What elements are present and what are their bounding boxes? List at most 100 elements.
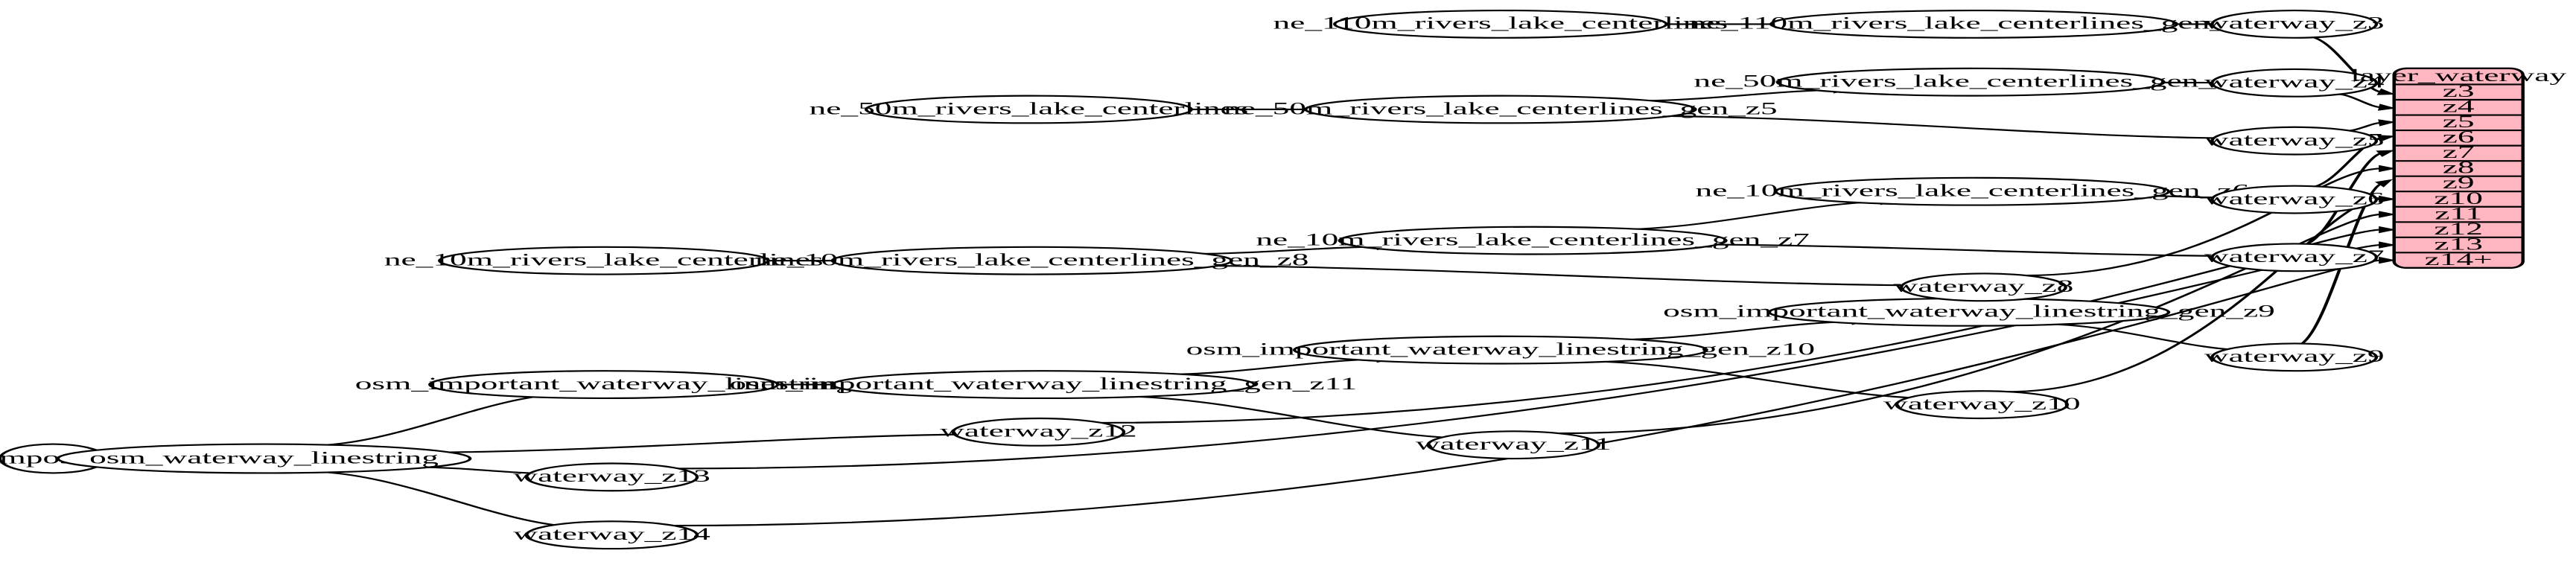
edge-line [325,471,576,528]
node-label: ne_10m_rivers_lake_centerlines_gen_z8 [755,250,1308,269]
edge-arrowhead [2379,241,2397,249]
node-waterway_z8[interactable]: waterway_z8 [1893,272,2073,302]
edge-line [1629,320,1854,341]
edge-line [2312,36,2382,93]
node-label: ne_10m_rivers_lake_centerlines_gen_z7 [1256,230,1809,249]
node-shape [2210,126,2379,156]
node-waterway_z10[interactable]: waterway_z10 [1883,390,2081,420]
node-ne_110m_rivers_lake_centerlines_gen_z3[interactable]: ne_110m_rivers_lake_centerlines_gen_z3 [1689,9,2259,39]
edge-line [672,259,2382,527]
node-label: waterway_z10 [1883,395,2081,413]
node-shape [428,370,780,400]
node-osm_waterway_linestring[interactable]: osm_waterway_linestring [56,443,472,474]
node-shape [1769,9,2179,39]
node-label: waterway_z4 [2204,72,2385,91]
node-label: osm_important_waterway_linestring_gen_z9 [1663,301,2275,320]
node-shape [1426,430,1600,460]
node-waterway_z4[interactable]: waterway_z4 [2204,68,2385,98]
edge-waterway_z3--to--layer_waterway.z3 [2312,36,2396,95]
node-ne_10m_rivers_lake_centerlines_gen_z8[interactable]: ne_10m_rivers_lake_centerlines_gen_z8 [755,246,1308,275]
node-waterway_z9[interactable]: waterway_z9 [2204,342,2385,372]
node-osm_important_waterway_linestring[interactable]: osm_important_waterway_linestring [355,370,853,400]
edge-line [2348,121,2382,132]
edge-waterway_z8--to--layer_waterway.z8 [2023,165,2397,277]
node-label: ne_110m_rivers_lake_centerlines [1273,13,1728,32]
node-waterway_z12[interactable]: waterway_z12 [940,417,1137,447]
node-shape [2210,342,2379,372]
node-ne_50m_rivers_lake_centerlines[interactable]: ne_50m_rivers_lake_centerlines [810,95,1249,124]
node-waterway_z14[interactable]: waterway_z14 [513,520,710,550]
node-shape [1895,390,2070,420]
node-label: osm_important_waterway_linestring_gen_z1… [1186,339,1815,358]
table-row-z13[interactable]: z13 [2434,234,2483,253]
node-waterway_z7[interactable]: waterway_z7 [2204,243,2385,272]
edge-line [2023,167,2382,277]
table-border [2392,67,2525,269]
edge-arrowhead [2378,103,2397,111]
node-shape [864,95,1193,124]
node-shape [2210,185,2379,214]
node-shape [56,443,472,474]
node-shape [2210,68,2379,98]
node-waterway_z11[interactable]: waterway_z11 [1416,430,1612,460]
node-shape [438,246,770,275]
node-shape [830,370,1256,400]
edge-waterway_z11--to--layer_waterway.z11 [1557,211,2397,435]
edge-line [1557,213,2382,435]
node-layer: imposm3osm_waterway_linestringosm_import… [0,9,2385,550]
node-shape [524,520,699,550]
node-label: ne_50m_rivers_lake_centerlines_gen_z4 [1694,71,2248,90]
node-waterway_z6[interactable]: waterway_z6 [2204,185,2385,214]
edge-line [1715,243,2227,257]
table-row-z5[interactable]: z5 [2443,112,2475,131]
table-row-z7[interactable]: z7 [2443,143,2475,162]
node-waterway_z3[interactable]: waterway_z3 [2204,9,2385,39]
node-shape [951,417,1126,447]
edge-waterway_z14--to--layer_waterway.z14+ [672,256,2397,527]
edge-ne_50m_rivers_lake_centerlines_gen_z5--to--waterway_z5 [1668,115,2244,142]
node-label: waterway_z9 [2204,347,2385,366]
table-row-z4[interactable]: z4 [2443,97,2475,115]
node-ne_10m_rivers_lake_centerlines_gen_z7[interactable]: ne_10m_rivers_lake_centerlines_gen_z7 [1256,226,1810,255]
table-row-z3[interactable]: z3 [2443,82,2475,100]
table-row-z9[interactable]: z9 [2443,173,2475,192]
node-ne_10m_rivers_lake_centerlines[interactable]: ne_10m_rivers_lake_centerlines [384,246,824,275]
edge-osm_waterway_linestring--to--waterway_z12 [447,430,985,453]
node-label: waterway_z5 [2204,130,2385,149]
node-label: waterway_z7 [2204,247,2385,266]
table-row-z12[interactable]: z12 [2434,220,2483,238]
edge-line [1137,395,1461,439]
edge-arrowhead [2378,119,2397,127]
table-row-z11[interactable]: z11 [2435,204,2482,223]
node-label: waterway_z13 [513,467,710,485]
node-waterway_z13[interactable]: waterway_z13 [513,462,710,492]
node-osm_important_waterway_linestring_gen_z11[interactable]: osm_important_waterway_linestring_gen_z1… [730,370,1358,400]
node-label: waterway_z6 [2204,189,2385,208]
node-ne_10m_rivers_lake_centerlines_gen_z6[interactable]: ne_10m_rivers_lake_centerlines_gen_z6 [1696,176,2249,206]
node-osm_important_waterway_linestring_gen_z10[interactable]: osm_important_waterway_linestring_gen_z1… [1186,335,1815,365]
node-label: osm_waterway_linestring [89,448,439,467]
edge-arrowhead [2379,211,2397,218]
node-ne_110m_rivers_lake_centerlines[interactable]: ne_110m_rivers_lake_centerlines [1273,9,1728,39]
table-row-z8[interactable]: z8 [2443,158,2475,176]
node-ne_50m_rivers_lake_centerlines_gen_z4[interactable]: ne_50m_rivers_lake_centerlines_gen_z4 [1694,67,2248,97]
node-waterway_z5[interactable]: waterway_z5 [2204,126,2385,156]
node-label: ne_50m_rivers_lake_centerlines [810,99,1249,118]
node-label: ne_10m_rivers_lake_centerlines_gen_z6 [1696,181,2249,200]
table-row-z6[interactable]: z6 [2443,127,2475,146]
node-label: waterway_z3 [2204,13,2385,32]
node-shape [2210,9,2379,39]
node-osm_important_waterway_linestring_gen_z9[interactable]: osm_important_waterway_linestring_gen_z9 [1663,297,2275,327]
edge-line [2338,93,2382,109]
table-row-z14plus[interactable]: z14+ [2425,250,2493,269]
node-ne_50m_rivers_lake_centerlines_gen_z5[interactable]: ne_50m_rivers_lake_centerlines_gen_z5 [1224,95,1778,124]
node-label: osm_important_waterway_linestring_gen_z1… [730,374,1358,393]
node-label: waterway_z8 [1893,277,2073,296]
node-shape [1774,176,2171,206]
node-shape [1333,9,1668,39]
table-row-z10[interactable]: z10 [2434,189,2483,208]
edge-line [1668,115,2229,139]
node-label: ne_110m_rivers_lake_centerlines_gen_z3 [1689,13,2258,32]
edge-arrowhead [2379,226,2397,234]
